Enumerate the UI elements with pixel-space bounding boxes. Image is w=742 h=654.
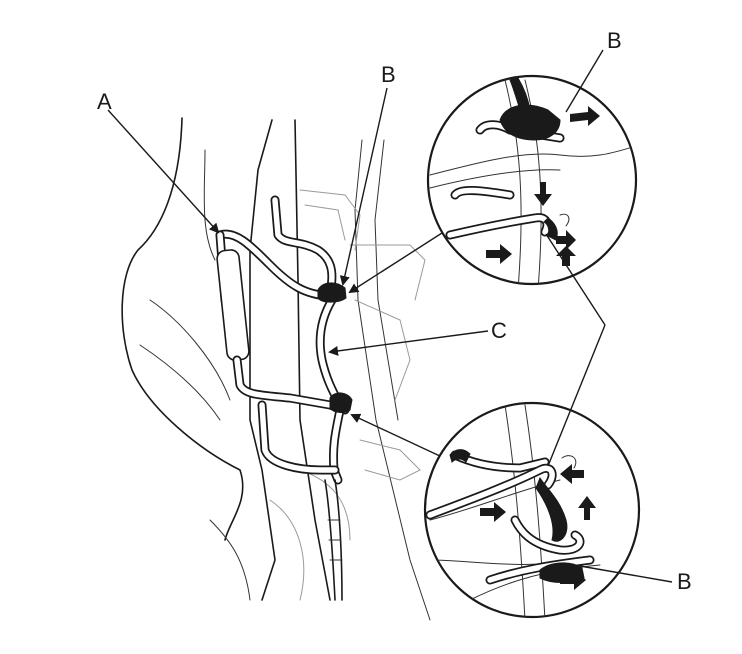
hose-assembly: [215, 195, 350, 601]
clip-b-main-lower: [329, 392, 353, 413]
callout-b-main: B: [381, 62, 396, 87]
detail-circle-top: [426, 74, 638, 286]
body-outline: [121, 117, 431, 621]
detail-circle-bottom: [423, 401, 641, 619]
clip-b-main-upper: [317, 282, 347, 303]
callout-b-top-detail: B: [607, 28, 622, 53]
callout-a: A: [97, 89, 112, 114]
callout-c: C: [491, 318, 507, 343]
callout-b-bottom-detail: B: [677, 569, 692, 594]
leaders-detail: [545, 49, 673, 583]
leaders-main: [107, 87, 489, 458]
